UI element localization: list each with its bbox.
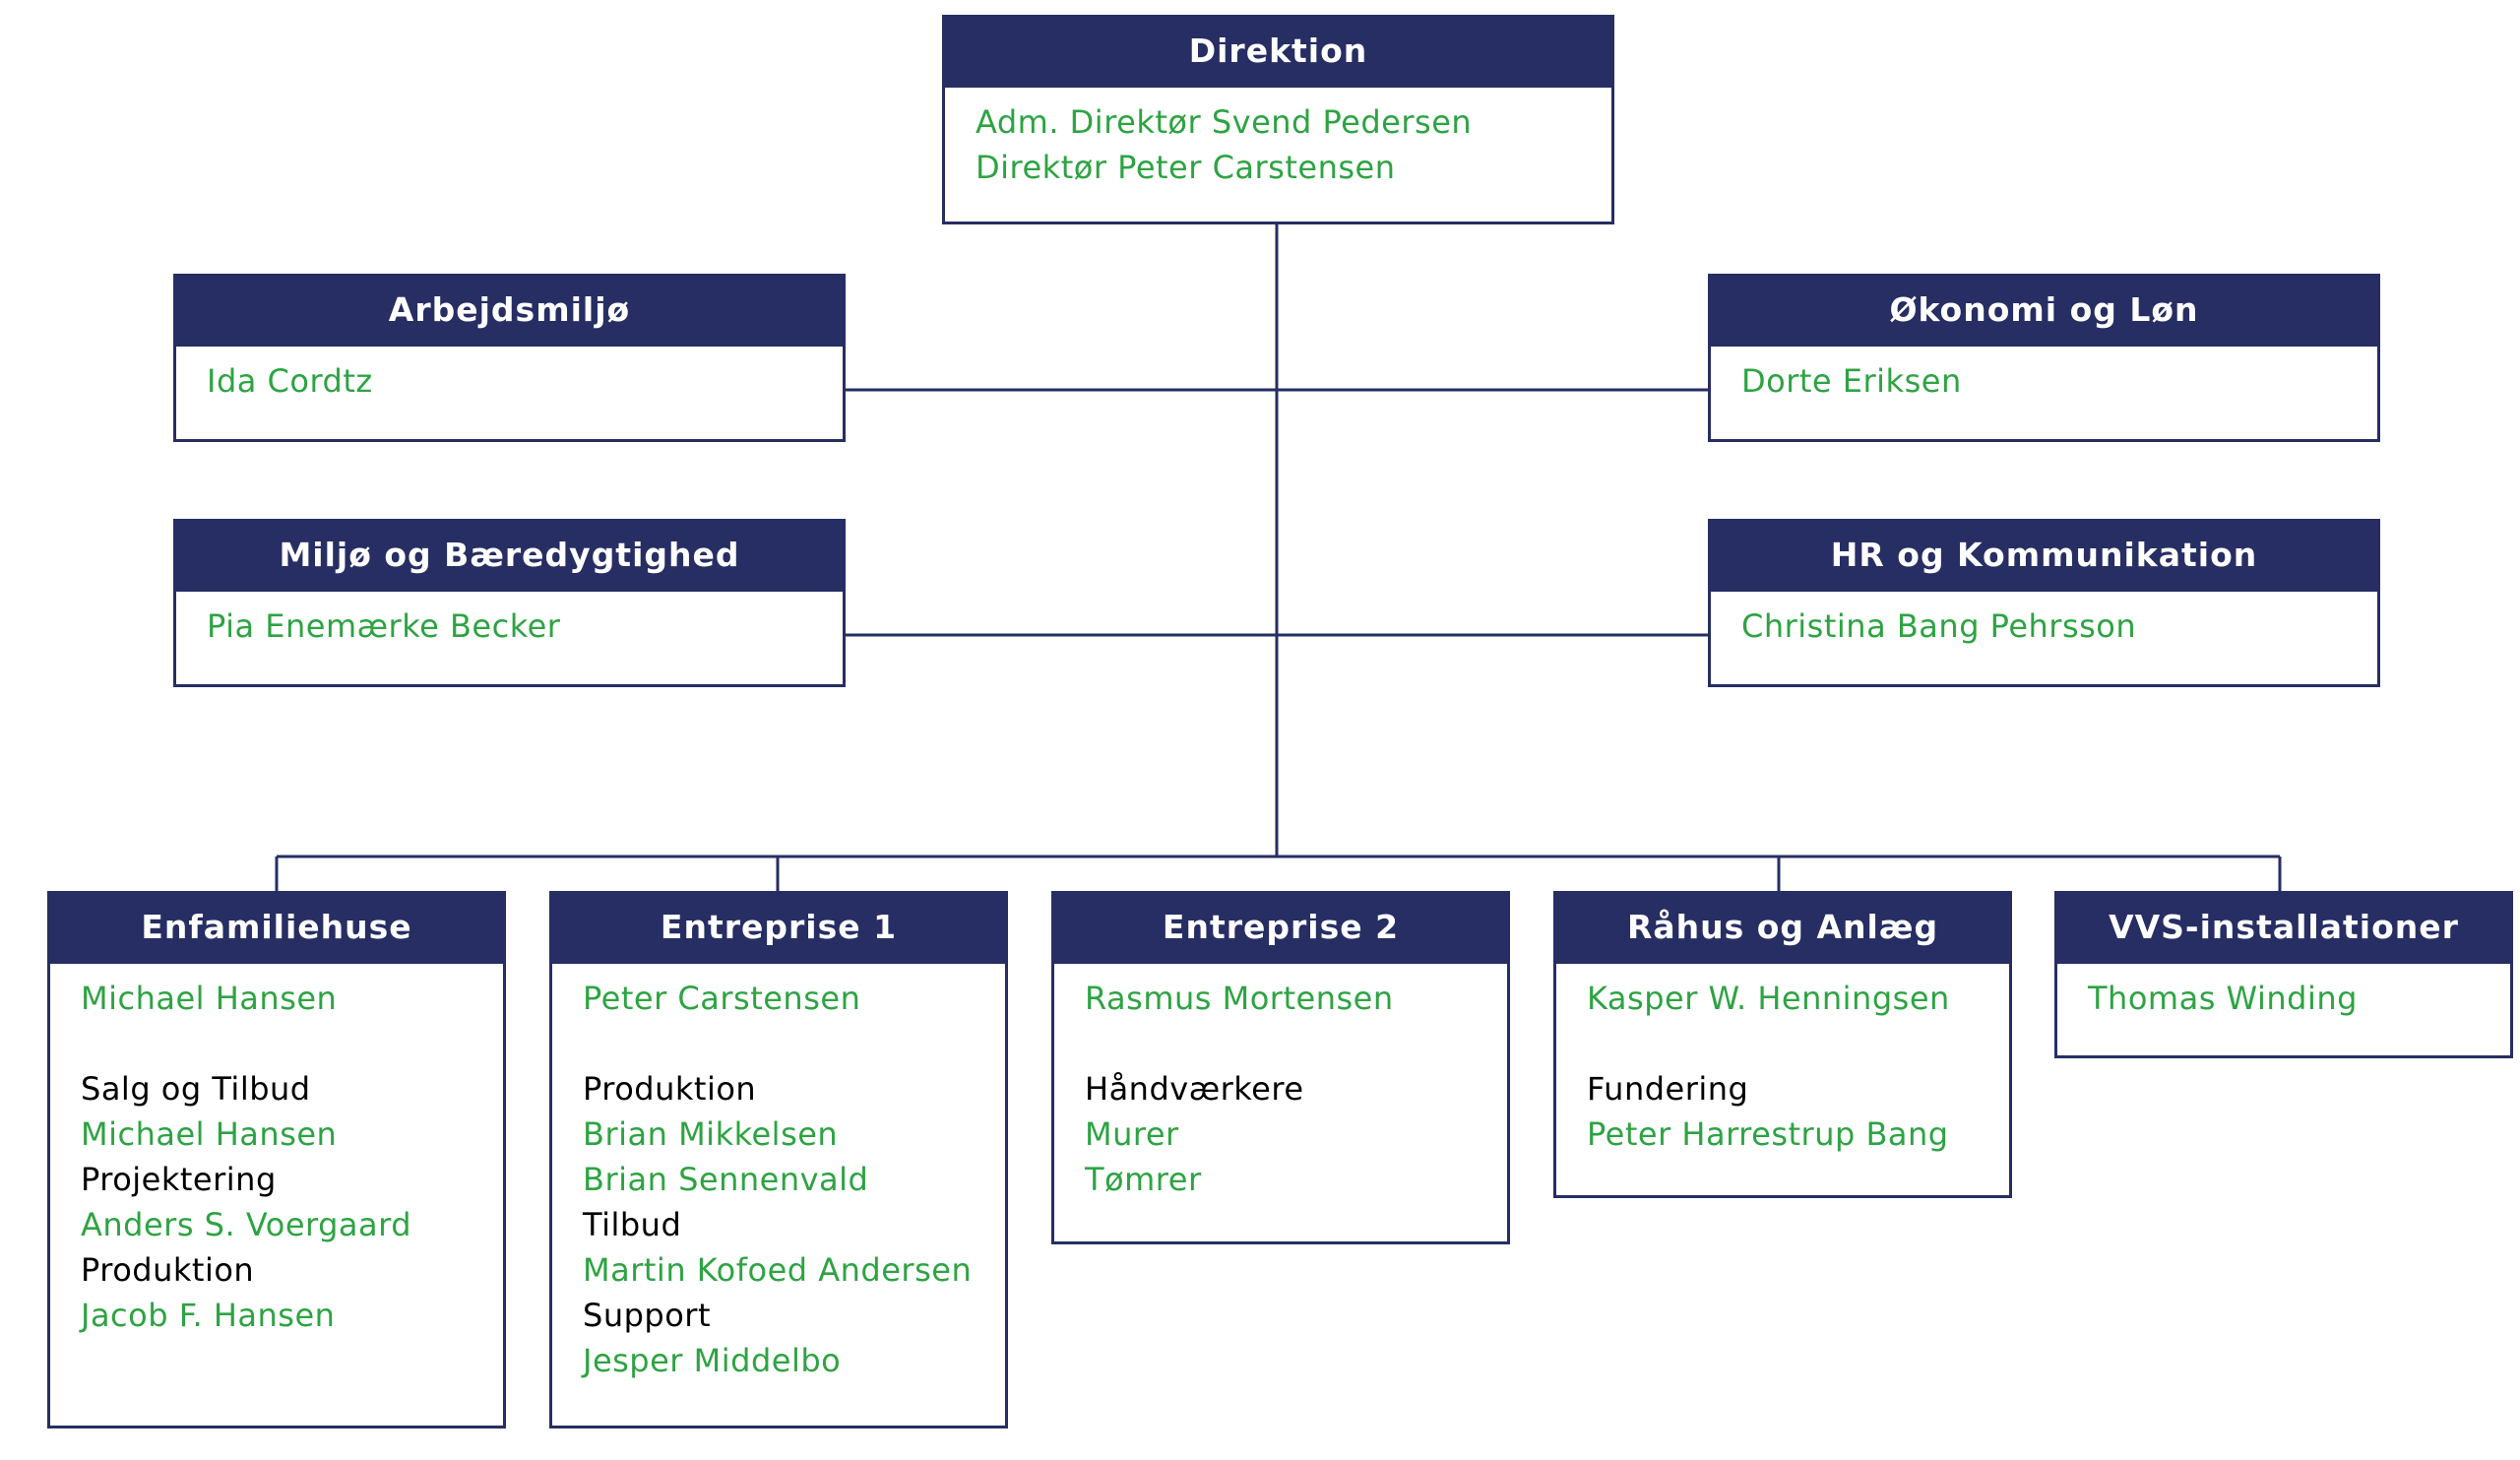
- box-okonomi-og-lon-body: Dorte Eriksen: [1711, 347, 2377, 404]
- box-direktion-title: Direktion: [945, 18, 1611, 88]
- entreprise-2-line-1: Rasmus Mortensen: [1085, 980, 1394, 1017]
- box-entreprise-2: Entreprise 2 Rasmus Mortensen Håndværker…: [1051, 891, 1510, 1244]
- rahus-og-anlaeg-line-3: Fundering: [1587, 1070, 1749, 1108]
- entreprise-2-line-3: Håndværkere: [1085, 1070, 1304, 1108]
- direktion-person-2: Direktør Peter Carstensen: [976, 149, 1396, 186]
- enfamiliehuse-line-5: Projektering: [81, 1161, 277, 1198]
- box-okonomi-og-lon: Økonomi og Løn Dorte Eriksen: [1708, 274, 2380, 442]
- enfamiliehuse-spacer: [81, 1021, 503, 1066]
- box-arbejdsmiljo-title: Arbejdsmiljø: [176, 277, 843, 347]
- box-direktion: Direktion Adm. Direktør Svend Pedersen D…: [942, 15, 1614, 224]
- box-miljo-og-baeredygtighed: Miljø og Bæredygtighed Pia Enemærke Beck…: [173, 519, 846, 687]
- entreprise-1-line-6: Tilbud: [583, 1206, 682, 1243]
- box-arbejdsmiljo: Arbejdsmiljø Ida Cordtz: [173, 274, 846, 442]
- box-miljo-og-baeredygtighed-body: Pia Enemærke Becker: [176, 592, 843, 649]
- box-hr-og-kommunikation-title: HR og Kommunikation: [1711, 522, 2377, 592]
- direktion-person-1: Adm. Direktør Svend Pedersen: [976, 103, 1473, 141]
- entreprise-1-spacer: [583, 1021, 1005, 1066]
- box-enfamiliehuse: Enfamiliehuse Michael Hansen Salg og Til…: [47, 891, 506, 1428]
- rahus-og-anlaeg-spacer: [1587, 1021, 2009, 1066]
- box-hr-og-kommunikation: HR og Kommunikation Christina Bang Pehrs…: [1708, 519, 2380, 687]
- miljo-og-baeredygtighed-person: Pia Enemærke Becker: [207, 607, 561, 645]
- enfamiliehuse-line-3: Salg og Tilbud: [81, 1070, 311, 1108]
- enfamiliehuse-line-6: Anders S. Voergaard: [81, 1206, 412, 1243]
- enfamiliehuse-line-8: Jacob F. Hansen: [81, 1297, 336, 1334]
- box-direktion-body: Adm. Direktør Svend Pedersen Direktør Pe…: [945, 88, 1611, 190]
- box-vvs-installationer-title: VVS-installationer: [2057, 894, 2510, 964]
- entreprise-1-line-8: Support: [583, 1297, 711, 1334]
- box-vvs-installationer-body: Thomas Winding: [2057, 964, 2510, 1021]
- entreprise-1-line-4: Brian Mikkelsen: [583, 1115, 839, 1153]
- enfamiliehuse-line-1: Michael Hansen: [81, 980, 338, 1017]
- box-entreprise-1-title: Entreprise 1: [552, 894, 1005, 964]
- box-okonomi-og-lon-title: Økonomi og Løn: [1711, 277, 2377, 347]
- arbejdsmiljo-person: Ida Cordtz: [207, 362, 373, 400]
- entreprise-2-line-4: Murer: [1085, 1115, 1179, 1153]
- box-hr-og-kommunikation-body: Christina Bang Pehrsson: [1711, 592, 2377, 649]
- box-rahus-og-anlaeg-body: Kasper W. Henningsen Fundering Peter Har…: [1556, 964, 2009, 1157]
- entreprise-1-line-9: Jesper Middelbo: [583, 1342, 842, 1379]
- enfamiliehuse-line-4: Michael Hansen: [81, 1115, 338, 1153]
- box-enfamiliehuse-body: Michael Hansen Salg og Tilbud Michael Ha…: [50, 964, 503, 1338]
- box-entreprise-2-body: Rasmus Mortensen Håndværkere Murer Tømre…: [1054, 964, 1507, 1202]
- entreprise-2-spacer: [1085, 1021, 1507, 1066]
- box-rahus-og-anlaeg: Råhus og Anlæg Kasper W. Henningsen Fund…: [1553, 891, 2012, 1198]
- okonomi-og-lon-person: Dorte Eriksen: [1741, 362, 1962, 400]
- box-miljo-og-baeredygtighed-title: Miljø og Bæredygtighed: [176, 522, 843, 592]
- vvs-installationer-line-1: Thomas Winding: [2088, 980, 2358, 1017]
- rahus-og-anlaeg-line-4: Peter Harrestrup Bang: [1587, 1115, 1949, 1153]
- box-enfamiliehuse-title: Enfamiliehuse: [50, 894, 503, 964]
- entreprise-1-line-7: Martin Kofoed Andersen: [583, 1251, 973, 1289]
- box-entreprise-2-title: Entreprise 2: [1054, 894, 1507, 964]
- entreprise-1-line-5: Brian Sennenvald: [583, 1161, 869, 1198]
- hr-og-kommunikation-person: Christina Bang Pehrsson: [1741, 607, 2137, 645]
- enfamiliehuse-line-7: Produktion: [81, 1251, 255, 1289]
- box-rahus-og-anlaeg-title: Råhus og Anlæg: [1556, 894, 2009, 964]
- rahus-og-anlaeg-line-1: Kasper W. Henningsen: [1587, 980, 1950, 1017]
- box-entreprise-1-body: Peter Carstensen Produktion Brian Mikkel…: [552, 964, 1005, 1383]
- entreprise-1-line-1: Peter Carstensen: [583, 980, 861, 1017]
- box-arbejdsmiljo-body: Ida Cordtz: [176, 347, 843, 404]
- entreprise-1-line-3: Produktion: [583, 1070, 757, 1108]
- box-vvs-installationer: VVS-installationer Thomas Winding: [2054, 891, 2513, 1058]
- entreprise-2-line-5: Tømrer: [1085, 1161, 1202, 1198]
- box-entreprise-1: Entreprise 1 Peter Carstensen Produktion…: [549, 891, 1008, 1428]
